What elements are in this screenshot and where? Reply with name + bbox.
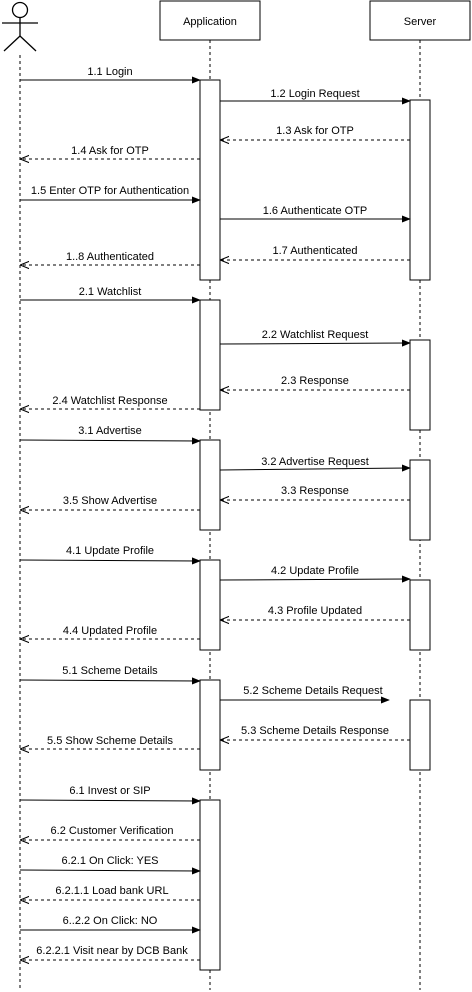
message-3-5: 3.5 Show Advertise (21, 495, 200, 510)
message-3-2: 3.2 Advertise Request (219, 456, 411, 472)
server-participant: Server (369, 0, 471, 41)
message-label: 4.3 Profile Updated (268, 605, 362, 617)
message-2-4: 2.4 Watchlist Response (21, 395, 200, 409)
message-label: 6.2.1.1 Load bank URL (55, 885, 168, 897)
message-2-2: 2.2 Watchlist Request (219, 329, 411, 347)
message-4-1: 4.1 Update Profile (19, 545, 201, 565)
message-label: 6.2.1 On Click: YES (61, 855, 158, 867)
server-activation-4 (409, 579, 431, 651)
application-activation-6 (199, 799, 221, 971)
message-label: 5.3 Scheme Details Response (241, 725, 389, 737)
server-activation-2 (409, 339, 431, 431)
message-5-1: 5.1 Scheme Details (19, 665, 201, 685)
message-label: 1.3 Ask for OTP (276, 125, 354, 137)
application-participant-label: Application (183, 16, 237, 28)
message-5-2: 5.2 Scheme Details Request (220, 685, 390, 704)
message-1-6: 1.6 Authenticate OTP (220, 205, 411, 223)
message-label: 1.5 Enter OTP for Authentication (31, 185, 189, 197)
message-label: 1.1 Login (87, 66, 132, 78)
message-5-3: 5.3 Scheme Details Response (221, 725, 410, 740)
message-label: 2.3 Response (281, 375, 349, 387)
server-activation-5 (409, 699, 431, 771)
application-activation-1 (199, 79, 221, 281)
message-3-3: 3.3 Response (221, 485, 410, 500)
message-label: 1..8 Authenticated (66, 251, 154, 263)
message-1-1: 1.1 Login (20, 66, 201, 84)
message-label: 6.2 Customer Verification (51, 825, 174, 837)
message-4-2: 4.2 Update Profile (219, 565, 411, 583)
message-label: 6.1 Invest or SIP (69, 785, 150, 797)
message-label: 5.2 Scheme Details Request (243, 685, 382, 697)
message-label: 6..2.2 On Click: NO (63, 915, 158, 927)
message-6-2-2: 6..2.2 On Click: NO (20, 915, 201, 934)
actor-icon (2, 1, 38, 52)
application-participant: Application (159, 0, 261, 41)
message-6-2: 6.2 Customer Verification (21, 825, 200, 840)
message-label: 1.7 Authenticated (272, 245, 357, 257)
message-4-3: 4.3 Profile Updated (221, 605, 410, 620)
message-6-1: 6.1 Invest or SIP (19, 785, 201, 805)
message-1-5: 1.5 Enter OTP for Authentication (20, 185, 201, 204)
message-5-5: 5.5 Show Scheme Details (21, 735, 200, 749)
message-6-2-1: 6.2.1 On Click: YES (19, 855, 201, 875)
message-label: 4.4 Updated Profile (63, 625, 157, 637)
message-label: 3.3 Response (281, 485, 349, 497)
server-activation-1 (409, 99, 431, 281)
message-6-2-2-1: 6.2.2.1 Visit near by DCB Bank (21, 945, 200, 960)
message-1-4: 1.4 Ask for OTP (21, 145, 200, 159)
message-label: 4.1 Update Profile (66, 545, 154, 557)
message-label: 3.2 Advertise Request (261, 456, 369, 468)
message-label: 5.1 Scheme Details (62, 665, 158, 677)
application-activation-2 (199, 299, 221, 411)
application-activation-3 (199, 439, 221, 531)
message-label: 1.2 Login Request (270, 88, 359, 100)
message-label: 3.1 Advertise (78, 425, 142, 437)
message-1-2: 1.2 Login Request (220, 88, 411, 105)
application-activation-4 (199, 559, 221, 651)
message-label: 4.2 Update Profile (271, 565, 359, 577)
message-label: 1.6 Authenticate OTP (263, 205, 368, 217)
application-activation-5 (199, 679, 221, 771)
message-1-3: 1.3 Ask for OTP (221, 125, 410, 140)
message-2-1: 2.1 Watchlist (20, 286, 201, 304)
server-activation-3 (409, 459, 431, 541)
server-participant-label: Server (404, 16, 437, 28)
message-label: 5.5 Show Scheme Details (47, 735, 173, 747)
message-label: 1.4 Ask for OTP (71, 145, 149, 157)
message-1-7: 1.7 Authenticated (221, 245, 410, 260)
message-6-2-1-1: 6.2.1.1 Load bank URL (21, 885, 200, 900)
message-4-4: 4.4 Updated Profile (21, 625, 200, 639)
message-label: 6.2.2.1 Visit near by DCB Bank (36, 945, 188, 957)
message-2-3: 2.3 Response (221, 375, 410, 390)
message-label: 2.2 Watchlist Request (262, 329, 369, 341)
message-label: 2.4 Watchlist Response (52, 395, 167, 407)
message-1-8: 1..8 Authenticated (21, 251, 200, 265)
message-label: 2.1 Watchlist (79, 286, 142, 298)
message-3-1: 3.1 Advertise (19, 425, 201, 445)
message-label: 3.5 Show Advertise (63, 495, 157, 507)
